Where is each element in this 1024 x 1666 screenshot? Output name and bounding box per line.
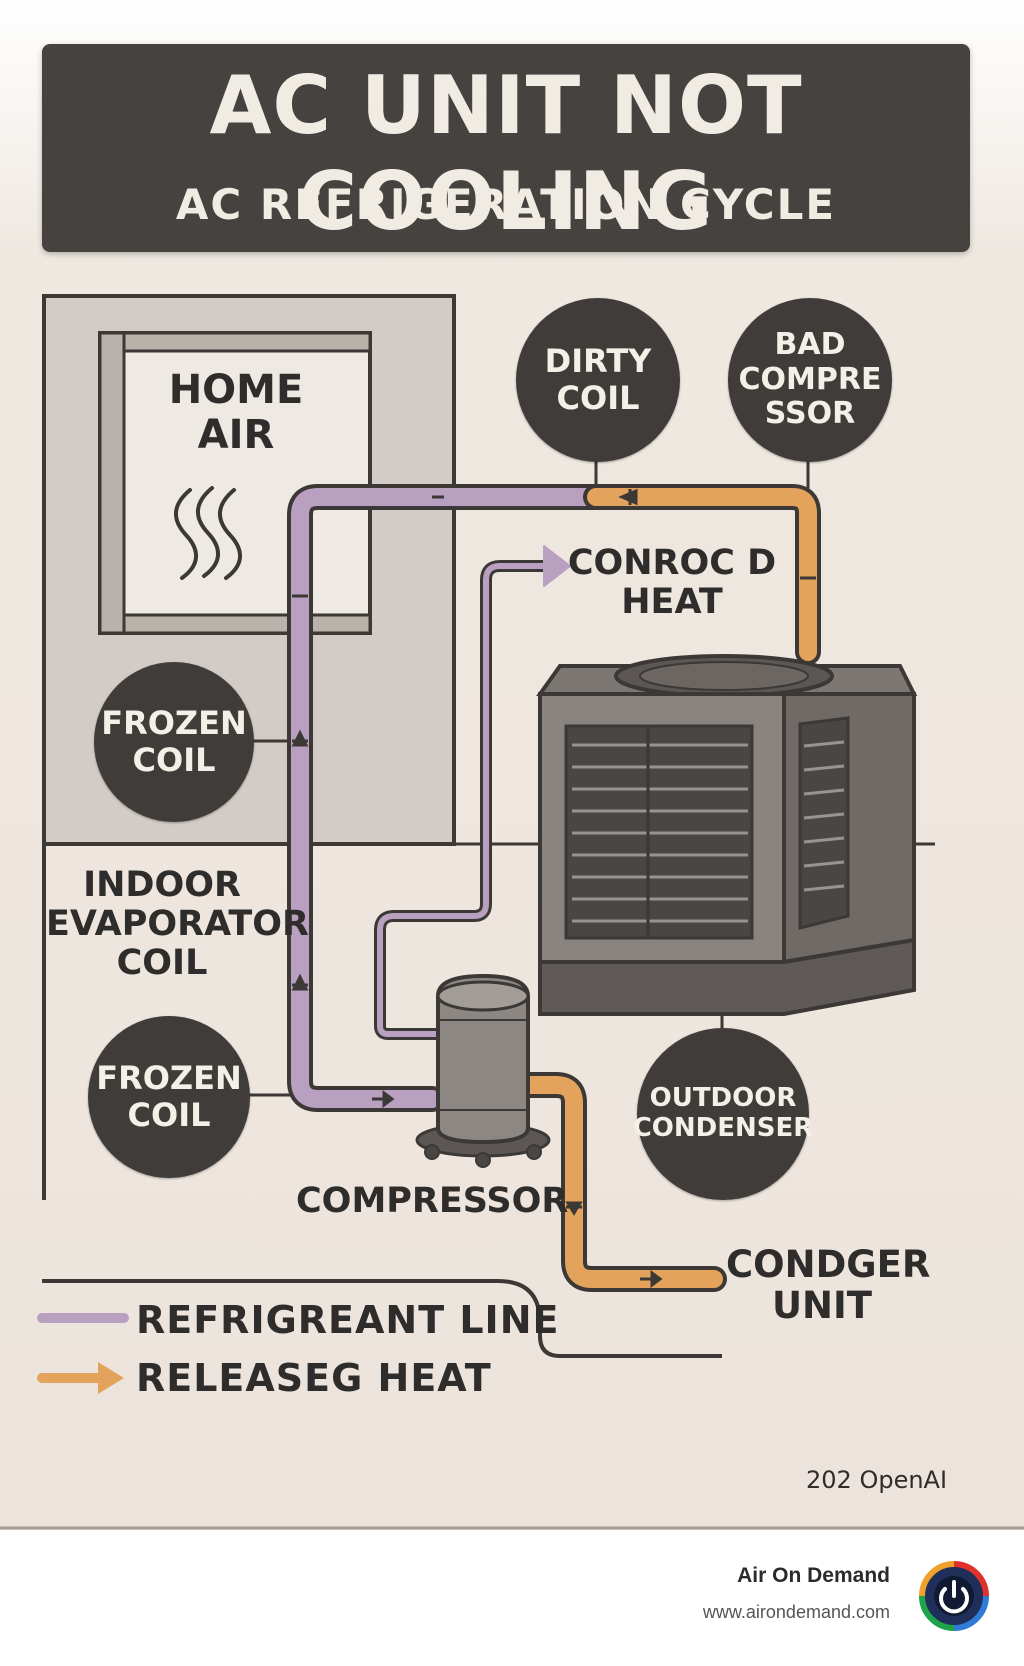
refrigerant-line (287, 484, 609, 1112)
page-title: AC UNIT NOT COOLING (209, 59, 803, 248)
legend-graphics (37, 1279, 722, 1394)
infographic: AC UNIT NOT COOLING AC REFRIGERATION CYC… (0, 0, 1024, 1530)
legend-release-heat-label: RELEASEG HEAT (136, 1356, 492, 1400)
indoor-evaporator-coil-label: INDOOR EVAPORATOR COIL (46, 865, 310, 984)
diagram-graphics (0, 294, 1024, 1530)
flow-markers (291, 488, 816, 1288)
frozen-coil-badge-upper: FROZEN COIL (94, 662, 254, 822)
home-air-label: HOME AIR (168, 367, 304, 458)
brand-url[interactable]: www.airondemand.com (702, 1602, 890, 1622)
bad-compressor-badge: BAD COMPRE SSOR (728, 298, 892, 462)
outdoor-condenser-unit (536, 654, 918, 1016)
page-subtitle: AC REFRIGERATION CYCLE (175, 180, 837, 229)
conrocd-heat-label: CONROC D HEAT (567, 543, 777, 623)
power-icon (919, 1561, 989, 1631)
compressor-label: COMPRESSOR (296, 1181, 569, 1221)
outdoor-condenser-badge: OUTDOOR CONDENSER (633, 1028, 813, 1200)
frozen-coil-badge-lower: FROZEN COIL (88, 1016, 250, 1178)
compressor-unit (415, 973, 551, 1168)
heat-waves-icon (174, 486, 242, 580)
brand-name: Air On Demand (737, 1564, 890, 1587)
condger-unit-label: CONDGER UNIT (726, 1243, 931, 1328)
title-banner: AC UNIT NOT COOLING AC REFRIGERATION CYC… (42, 44, 970, 252)
heat-line (517, 484, 821, 1292)
dirty-coil-badge: DIRTY COIL (516, 298, 680, 462)
brand-footer: Air On Demand www.airondemand.com (0, 1530, 1024, 1666)
copyright-text: 202 OpenAI (806, 1466, 948, 1494)
legend-refrigerant-label: REFRIGREANT LINE (136, 1298, 560, 1342)
heat-arrow-swatch (37, 1362, 124, 1394)
